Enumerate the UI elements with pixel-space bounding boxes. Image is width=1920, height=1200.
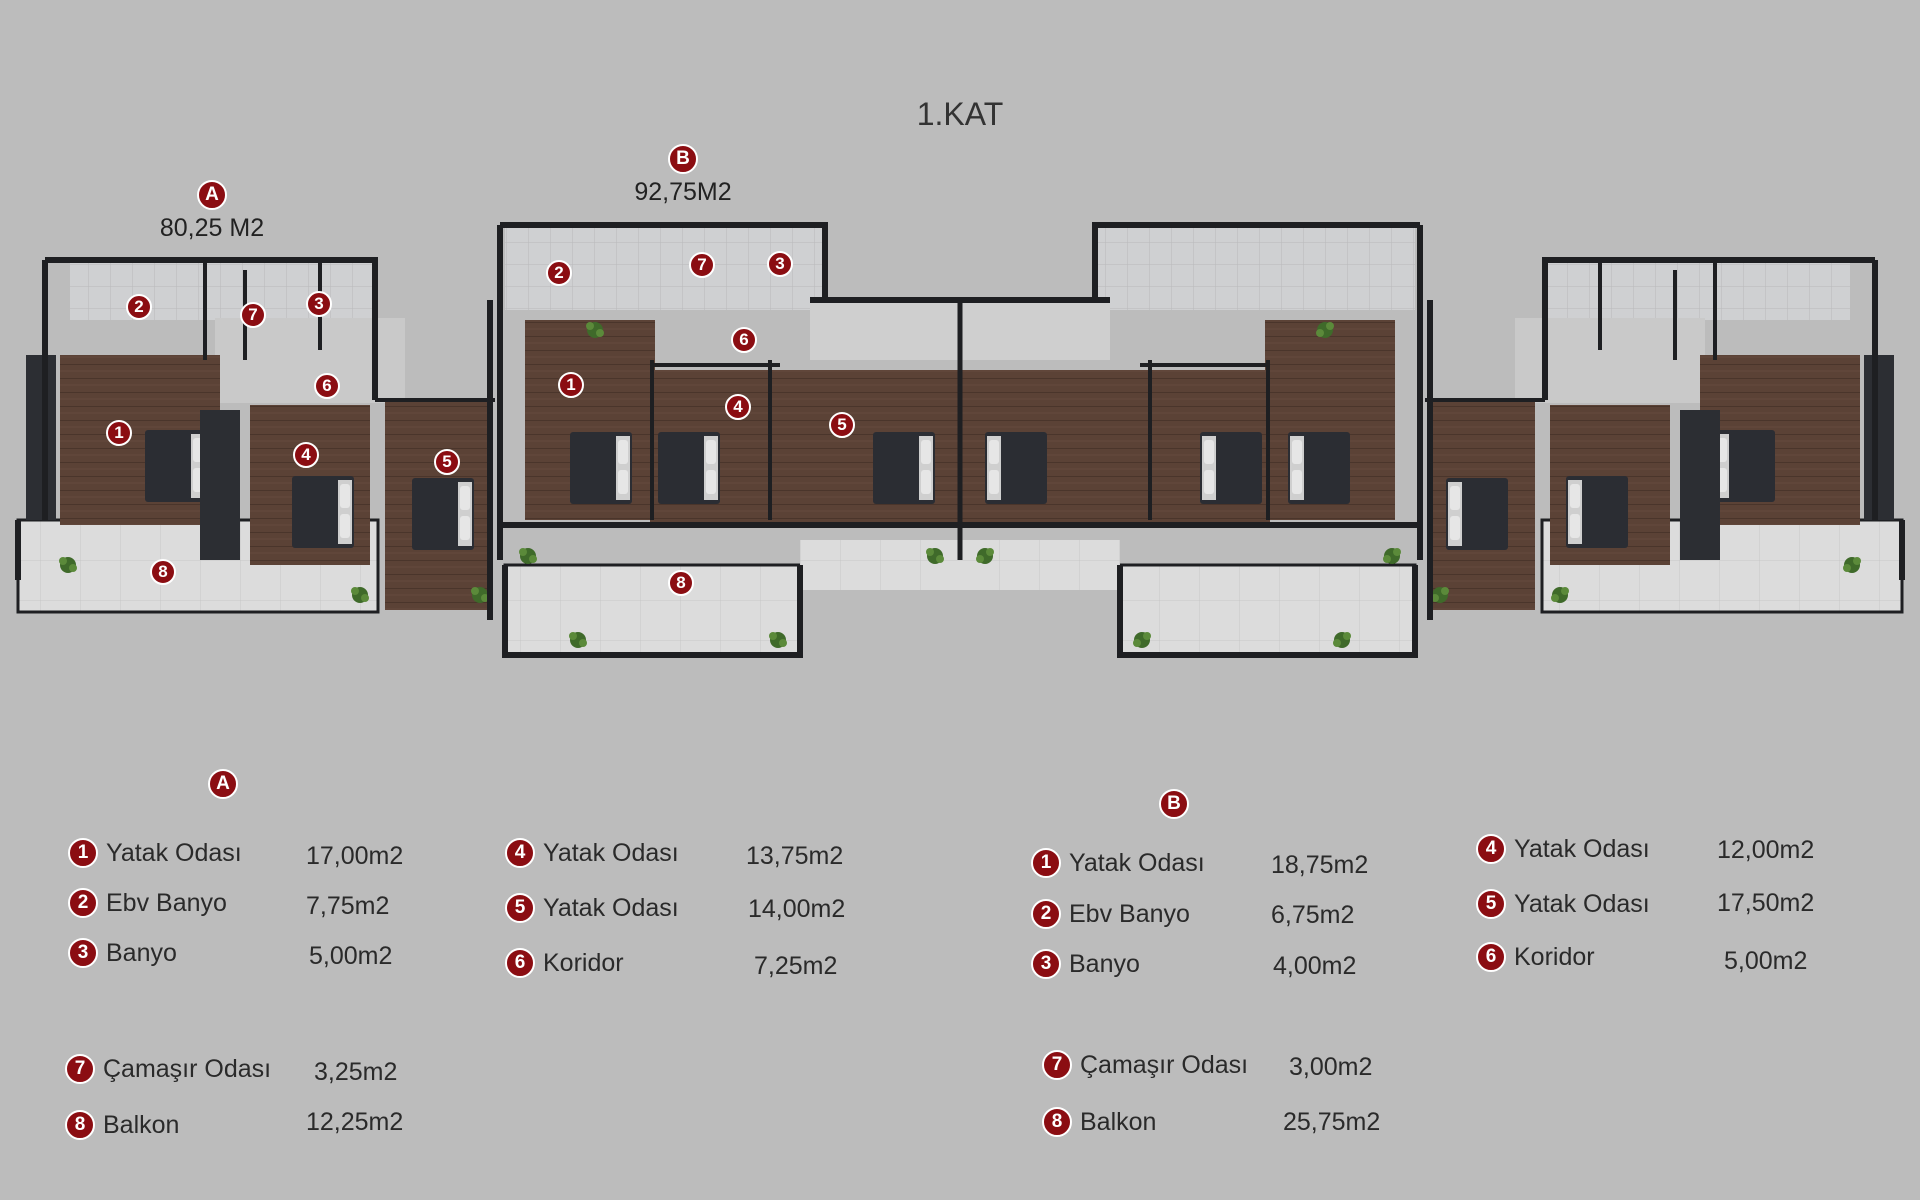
legend-a-row-1: 1 Yatak Odası [68, 838, 242, 868]
legend-a-area-1: 17,00m2 [306, 842, 404, 870]
legend-a-area-8: 12,25m2 [306, 1108, 404, 1136]
legend-a-badge-8: 8 [65, 1110, 95, 1140]
plan-b-room-7: 7 [689, 252, 715, 278]
legend-b-area-7: 3,00m2 [1289, 1053, 1373, 1081]
legend-a-badge-6: 6 [505, 948, 535, 978]
plan-a-room-2: 2 [126, 294, 152, 320]
legend-b-name-2: Ebv Banyo [1069, 899, 1190, 928]
legend-a-area-2: 7,75m2 [306, 892, 390, 920]
legend-b-area-1: 18,75m2 [1271, 851, 1369, 879]
plan-a-room-5: 5 [434, 449, 460, 475]
legend-a-row-7: 7 Çamaşır Odası [65, 1054, 271, 1084]
legend-b-badge-7: 7 [1042, 1050, 1072, 1080]
legend-a-area-5: 14,00m2 [748, 895, 846, 923]
unit-b-left-plan [497, 222, 960, 658]
plan-b-room-6: 6 [731, 327, 757, 353]
plan-a-room-4: 4 [293, 442, 319, 468]
unit-b-right-plan [960, 222, 1423, 658]
plan-a-room-3: 3 [306, 291, 332, 317]
legend-b-row-1: 1 Yatak Odası [1031, 848, 1205, 878]
legend-a-badge-5: 5 [505, 893, 535, 923]
floor-plan [15, 222, 1905, 658]
legend-b-name-3: Banyo [1069, 949, 1140, 978]
legend-b-row-3: 3 Banyo [1031, 949, 1140, 979]
legend-a-name-7: Çamaşır Odası [103, 1054, 272, 1083]
legend-a-name-8: Balkon [103, 1110, 180, 1139]
legend-a-row-6: 6 Koridor [505, 948, 624, 978]
legend-b-badge-1: 1 [1031, 848, 1061, 878]
legend-a-badge: A [208, 769, 238, 799]
plan-b-room-2: 2 [546, 260, 572, 286]
legend-a-area-6: 7,25m2 [754, 952, 838, 980]
legend-b-name-6: Koridor [1514, 942, 1595, 971]
legend-b-row-6: 6 Koridor [1476, 942, 1595, 972]
legend-b-row-4: 4 Yatak Odası [1476, 834, 1650, 864]
unit-a-heading: A 80,25 M2 [112, 180, 312, 243]
legend-b-area-5: 17,50m2 [1717, 889, 1815, 917]
legend-b-area-2: 6,75m2 [1271, 901, 1355, 929]
legend-a-row-4: 4 Yatak Odası [505, 838, 679, 868]
legend-b-area-3: 4,00m2 [1273, 952, 1357, 980]
legend-b-badge-3: 3 [1031, 949, 1061, 979]
legend-b-area-4: 12,00m2 [1717, 836, 1815, 864]
legend-a-row-2: 2 Ebv Banyo [68, 888, 227, 918]
legend-b-area-8: 25,75m2 [1283, 1108, 1381, 1136]
legend-a-badge-4: 4 [505, 838, 535, 868]
legend-b-area-6: 5,00m2 [1724, 947, 1808, 975]
plan-a-room-6: 6 [314, 373, 340, 399]
legend-a-area-3: 5,00m2 [309, 942, 393, 970]
legend-b-badge-5: 5 [1476, 889, 1506, 919]
legend-b-name-7: Çamaşır Odası [1080, 1050, 1249, 1079]
legend-a-row-3: 3 Banyo [68, 938, 177, 968]
legend-a-name-4: Yatak Odası [543, 838, 679, 867]
legend-b-badge: B [1159, 789, 1189, 819]
legend-a-area-7: 3,25m2 [314, 1058, 398, 1086]
unit-a-area: 80,25 M2 [159, 214, 265, 242]
unit-b-heading: B 92,75M2 [583, 144, 783, 207]
legend-a-area-4: 13,75m2 [746, 842, 844, 870]
legend-a-badge-3: 3 [68, 938, 98, 968]
unit-a-left-plan [15, 257, 495, 620]
legend-b-badge-6: 6 [1476, 942, 1506, 972]
plan-b-room-5: 5 [829, 412, 855, 438]
legend-b-name-5: Yatak Odası [1514, 889, 1650, 918]
legend-b-badge-8: 8 [1042, 1107, 1072, 1137]
legend-a-badge-1: 1 [68, 838, 98, 868]
legend-a-badge-2: 2 [68, 888, 98, 918]
floor-title: 1.KAT [916, 96, 1004, 132]
legend-b-row-5: 5 Yatak Odası [1476, 889, 1650, 919]
plan-a-room-8: 8 [150, 559, 176, 585]
legend-a-name-5: Yatak Odası [543, 893, 679, 922]
legend-b-badge-4: 4 [1476, 834, 1506, 864]
legend-b-row-7: 7 Çamaşır Odası [1042, 1050, 1248, 1080]
legend-a-row-5: 5 Yatak Odası [505, 893, 679, 923]
legend-a-row-8: 8 Balkon [65, 1110, 179, 1140]
unit-b-badge: B [668, 144, 698, 174]
plan-b-room-8: 8 [668, 570, 694, 596]
unit-b-area: 92,75M2 [634, 178, 732, 206]
plan-b-room-4: 4 [725, 394, 751, 420]
legend-b-name-1: Yatak Odası [1069, 848, 1205, 877]
legend-a-name-3: Banyo [106, 938, 177, 967]
plan-b-room-1: 1 [558, 372, 584, 398]
legend-a-badge-7: 7 [65, 1054, 95, 1084]
legend-a-name-2: Ebv Banyo [106, 888, 227, 917]
legend-b-name-8: Balkon [1080, 1107, 1157, 1136]
legend-b-name-4: Yatak Odası [1514, 834, 1650, 863]
unit-a-badge: A [197, 180, 227, 210]
legend-a-name-1: Yatak Odası [106, 838, 242, 867]
plan-a-room-7: 7 [240, 302, 266, 328]
plan-b-room-3: 3 [767, 251, 793, 277]
legend-b-row-8: 8 Balkon [1042, 1107, 1156, 1137]
legend-b-badge-2: 2 [1031, 899, 1061, 929]
legend-a-name-6: Koridor [543, 948, 624, 977]
legend-b-row-2: 2 Ebv Banyo [1031, 899, 1190, 929]
plan-a-room-1: 1 [106, 420, 132, 446]
unit-a-right-plan [1425, 257, 1905, 620]
